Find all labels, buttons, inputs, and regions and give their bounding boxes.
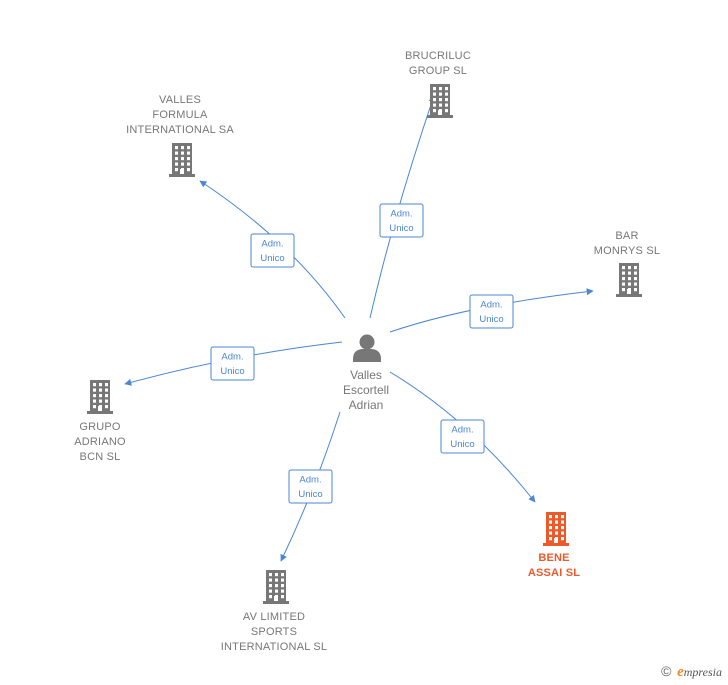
svg-text:Adm.: Adm. (480, 300, 502, 311)
company-node-bene-assai[interactable]: BENE ASSAI SL (528, 512, 580, 579)
brand-logo-initial: e (677, 664, 684, 680)
building-icon (263, 570, 289, 604)
svg-text:Unico: Unico (479, 314, 503, 325)
edge-valles-formula[interactable]: Adm. Unico (199, 180, 346, 319)
building-icon (169, 143, 195, 177)
edge-grupo-adriano[interactable]: Adm. Unico (124, 341, 343, 386)
edges: Adm. Unico Adm. Unico Adm. Unico Adm. Un… (124, 95, 594, 562)
company-name-line: MONRYS SL (594, 245, 660, 257)
company-node-valles-formula[interactable]: VALLES FORMULA INTERNATIONAL SA (126, 94, 234, 177)
company-name-line: INTERNATIONAL SL (221, 641, 328, 653)
building-icon (87, 380, 113, 414)
copyright-notice: © empresia (661, 663, 722, 681)
edge-bene-assai[interactable]: Adm. Unico (389, 371, 536, 503)
building-icon (616, 263, 642, 297)
company-name-line: BAR (615, 230, 638, 242)
company-name-line: BRUCRILUC (405, 50, 471, 62)
company-node-grupo-adriano[interactable]: GRUPO ADRIANO BCN SL (74, 380, 126, 463)
company-name-line: VALLES (159, 94, 201, 106)
company-name-line: GROUP SL (409, 65, 467, 77)
svg-text:Unico: Unico (389, 223, 413, 234)
company-name-line: ADRIANO (74, 436, 126, 448)
edge-bar-monrys[interactable]: Adm. Unico (389, 288, 594, 333)
svg-text:Adm.: Adm. (221, 352, 243, 363)
svg-text:Unico: Unico (298, 489, 322, 500)
svg-text:Adm.: Adm. (451, 425, 473, 436)
person-icon (353, 334, 381, 362)
center-person-node[interactable]: Valles Escortell Adrian (343, 334, 389, 413)
edge-brucriluc[interactable]: Adm. Unico (369, 95, 436, 319)
company-name-line: SPORTS (251, 626, 297, 638)
company-name-line: INTERNATIONAL SA (126, 124, 234, 136)
company-node-bar-monrys[interactable]: BAR MONRYS SL (594, 230, 660, 297)
company-node-brucriluc[interactable]: BRUCRILUC GROUP SL (405, 50, 471, 118)
copyright-symbol: © (661, 663, 672, 679)
person-name-line-3: Adrian (349, 398, 384, 412)
company-name-line: FORMULA (152, 109, 208, 121)
company-name-line: BCN SL (80, 451, 121, 463)
svg-text:Unico: Unico (220, 366, 244, 377)
company-name-line: ASSAI SL (528, 567, 580, 579)
company-name-line: BENE (538, 552, 569, 564)
company-name-line: GRUPO (79, 421, 121, 433)
building-icon (543, 512, 569, 546)
svg-text:Unico: Unico (450, 439, 474, 450)
person-name-line-2: Escortell (343, 383, 389, 397)
svg-text:Adm.: Adm. (390, 209, 412, 220)
company-node-av-limited[interactable]: AV LIMITED SPORTS INTERNATIONAL SL (221, 570, 328, 653)
edge-av-limited[interactable]: Adm. Unico (280, 411, 341, 562)
brand-logo-text: mpresia (683, 665, 722, 679)
svg-text:Adm.: Adm. (299, 475, 321, 486)
svg-text:Adm.: Adm. (261, 239, 283, 250)
person-name-line-1: Valles (350, 368, 382, 382)
svg-text:Unico: Unico (260, 253, 284, 264)
building-icon (427, 84, 453, 118)
company-name-line: AV LIMITED (243, 611, 305, 623)
